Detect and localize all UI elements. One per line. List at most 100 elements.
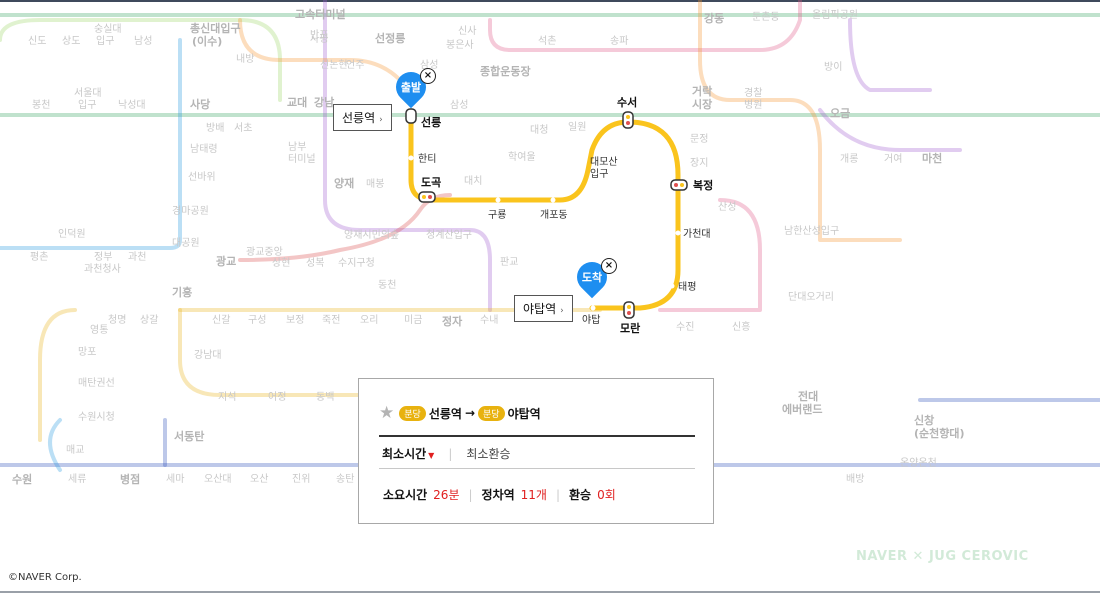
station-label-yatap: 야탑 — [582, 314, 600, 326]
bg-label: 남부 — [288, 141, 306, 153]
bg-label: 과천청사 — [84, 263, 121, 275]
start-pin[interactable]: 출발 × — [389, 65, 436, 118]
bg-label: 온양온천 — [900, 457, 937, 469]
station-label-suseo: 수서 — [617, 95, 637, 109]
bg-label: 평촌 — [30, 251, 48, 263]
stat-value: 11개 — [520, 488, 547, 502]
station-dot-gachon[interactable] — [675, 230, 681, 236]
start-station-box[interactable]: 선릉역› — [333, 104, 392, 131]
station-label-dogok: 도곡 — [421, 176, 441, 189]
bg-label: 남성 — [134, 35, 152, 47]
bg-label: 오리 — [360, 314, 378, 326]
bg-label: 서동탄 — [174, 429, 204, 443]
bg-label: 세류 — [68, 473, 86, 485]
bg-label: 동천 — [378, 279, 396, 291]
stat-value: 0회 — [597, 488, 616, 502]
background-labels: 고속터미널 선정릉 종합운동장 총신대입구 (이수) 사당 교대 강남 양재 강… — [12, 7, 965, 486]
station-marker-suseo[interactable] — [622, 111, 634, 129]
close-icon[interactable]: × — [601, 258, 617, 274]
station-dot-guryong[interactable] — [495, 197, 501, 203]
bg-label: 선바위 — [188, 170, 216, 183]
station-label-hanti: 한티 — [418, 153, 436, 165]
bg-label: 상갈 — [140, 313, 158, 326]
station-marker-seolleung[interactable] — [405, 108, 417, 124]
bg-label: 신흥 — [732, 320, 750, 333]
bg-label: 매봉 — [366, 178, 384, 190]
star-icon[interactable]: ★ — [379, 403, 395, 423]
bg-label: 서울대 — [74, 87, 102, 99]
station-dot-gaepo[interactable] — [550, 197, 556, 203]
bg-label: 진위 — [292, 472, 310, 485]
bg-label: 매탄권선 — [78, 377, 115, 389]
bg-label: 강남대 — [194, 349, 222, 361]
bg-label: 거여 — [884, 153, 902, 165]
bg-label: 세마 — [166, 473, 184, 485]
bg-label: 신도 — [28, 35, 46, 47]
transfer-dot — [627, 305, 631, 309]
bg-label: 방배 — [206, 122, 224, 134]
bg-label: 단대오거리 — [788, 291, 834, 303]
bg-label: 매교 — [66, 444, 84, 456]
bg-label: 양재 — [334, 176, 354, 190]
bg-label: 둔촌동 — [752, 11, 780, 23]
bg-label: 신사 — [458, 25, 476, 37]
bg-label: 오산대 — [204, 473, 232, 485]
transfer-dot — [674, 183, 678, 187]
arrow-right-icon: → — [464, 406, 475, 420]
route-info-panel: ★ 분당 선릉역 → 분당 야탑역 최소시간▼ | 최소환승 소요시간 26분 … — [358, 378, 714, 524]
bg-label: 송탄 — [336, 473, 354, 485]
bg-label: 삼성 — [450, 99, 468, 111]
bg-label: 서초 — [234, 122, 252, 134]
station-label-bokjeong: 복정 — [693, 178, 713, 192]
bg-label: 미금 — [404, 314, 422, 326]
station-dot-daemosan[interactable] — [580, 159, 586, 165]
bg-label: 오금 — [830, 107, 850, 120]
bg-label: 장지 — [690, 157, 708, 169]
station-marker-moran[interactable] — [623, 301, 635, 319]
top-border — [0, 0, 1100, 2]
bg-label: 강동 — [704, 11, 724, 25]
bg-label: 남한산성입구 — [784, 224, 839, 237]
copyright-text: ©NAVER Corp. — [8, 572, 82, 583]
end-station-box[interactable]: 야탑역› — [514, 295, 573, 322]
end-pin[interactable]: 도착 × — [570, 255, 617, 308]
chevron-right-icon: › — [560, 306, 564, 316]
station-marker-bokjeong[interactable] — [670, 179, 688, 191]
bg-label: 에버랜드 — [782, 402, 822, 416]
tab-fewest-transfers[interactable]: 최소환승 — [466, 447, 511, 461]
station-dot-yatap[interactable] — [590, 305, 596, 311]
bg-label: 전대 — [798, 389, 818, 403]
bg-label: 대공원 — [172, 237, 200, 249]
bg-label: 광교중앙 — [246, 246, 283, 258]
station-marker-dogok[interactable] — [418, 191, 436, 203]
route-stations — [405, 108, 688, 319]
bg-label: 양재시민의숲 — [344, 229, 399, 241]
station-label-seolleung: 선릉 — [421, 115, 441, 129]
bg-label: 고속터미널 — [295, 7, 346, 21]
bg-label: 강남 — [314, 95, 334, 109]
bg-label: 경마공원 — [172, 204, 209, 217]
bg-label: 청명 — [108, 314, 126, 326]
bg-label: 방이 — [824, 61, 842, 73]
station-dot-taepyeong[interactable] — [669, 283, 675, 289]
bg-label: 터미널 — [288, 153, 316, 165]
station-dot-hanti[interactable] — [408, 155, 414, 161]
tab-separator: | — [448, 446, 453, 461]
bg-label: 총신대입구 — [190, 21, 241, 35]
stat-separator: | — [555, 487, 561, 502]
bg-label: 일원 — [568, 121, 586, 133]
bg-label: 대청 — [530, 124, 548, 136]
bg-label: 사평 — [310, 33, 328, 45]
close-icon[interactable]: × — [420, 68, 436, 84]
bg-label: 남태령 — [190, 143, 218, 155]
to-station: 야탑역 — [507, 406, 541, 421]
background-lines — [0, 0, 1100, 472]
bg-label: 마천 — [922, 151, 942, 165]
bg-label: 과천 — [128, 251, 146, 263]
tab-shortest-time[interactable]: 최소시간▼ — [382, 445, 434, 462]
transfer-dot — [422, 195, 426, 199]
bg-label: 시장 — [692, 97, 712, 111]
bg-label: 산성 — [718, 201, 736, 213]
bg-label: (순천향대) — [914, 426, 965, 440]
